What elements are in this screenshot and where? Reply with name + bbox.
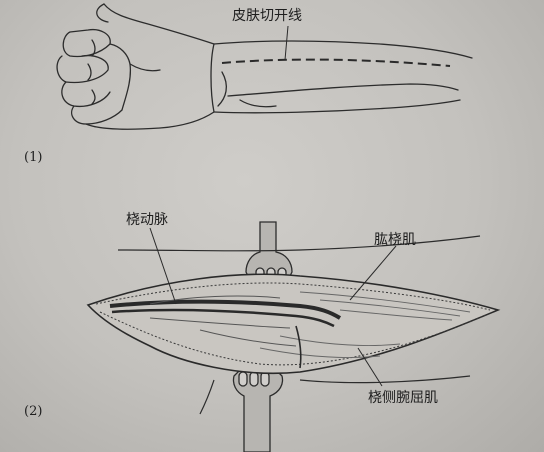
label-leader-lines — [149, 227, 397, 387]
figure-2-forearm-outline — [117, 235, 481, 415]
figure-1-number: (1) — [24, 150, 43, 165]
upper-retractor — [245, 221, 293, 283]
lower-retractor — [232, 369, 284, 452]
figure-2-number: (2) — [24, 404, 43, 419]
figure-1-forearm-drawing — [56, 3, 473, 130]
skin-incision-line — [221, 25, 451, 67]
radial-artery-label: 桡动脉 — [126, 212, 168, 228]
brachioradialis-label: 肱桡肌 — [374, 232, 416, 248]
flexor-carpi-radialis-label: 桡侧腕屈肌 — [368, 390, 438, 406]
incision-line-label: 皮肤切开线 — [232, 8, 302, 24]
surgical-incision — [86, 273, 501, 375]
